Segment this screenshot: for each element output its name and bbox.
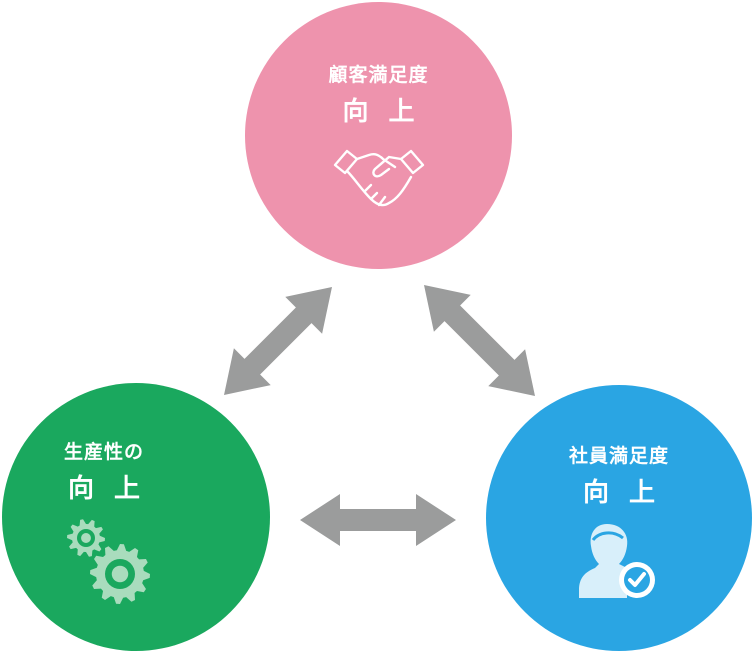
person-check-icon (577, 518, 661, 606)
productivity-node: 生産性の 向上 (2, 383, 270, 651)
productivity-title: 生産性の (63, 441, 144, 463)
arrow-productivity-employee (300, 494, 456, 546)
productivity-subtitle: 向上 (67, 474, 160, 504)
employee-satisfaction-node: 社員満足度 向上 (486, 385, 752, 651)
customer-satisfaction-node: 顧客満足度 向上 (245, 2, 512, 269)
employee-satisfaction-subtitle: 向上 (582, 478, 675, 508)
customer-satisfaction-subtitle: 向上 (342, 97, 435, 127)
customer-satisfaction-title: 顧客満足度 (328, 64, 429, 86)
employee-satisfaction-title: 社員満足度 (568, 445, 669, 467)
handshake-icon (331, 143, 427, 221)
arrow-customer-employee (424, 285, 535, 396)
arrow-productivity-customer (224, 287, 332, 395)
gears-icon (60, 512, 156, 612)
